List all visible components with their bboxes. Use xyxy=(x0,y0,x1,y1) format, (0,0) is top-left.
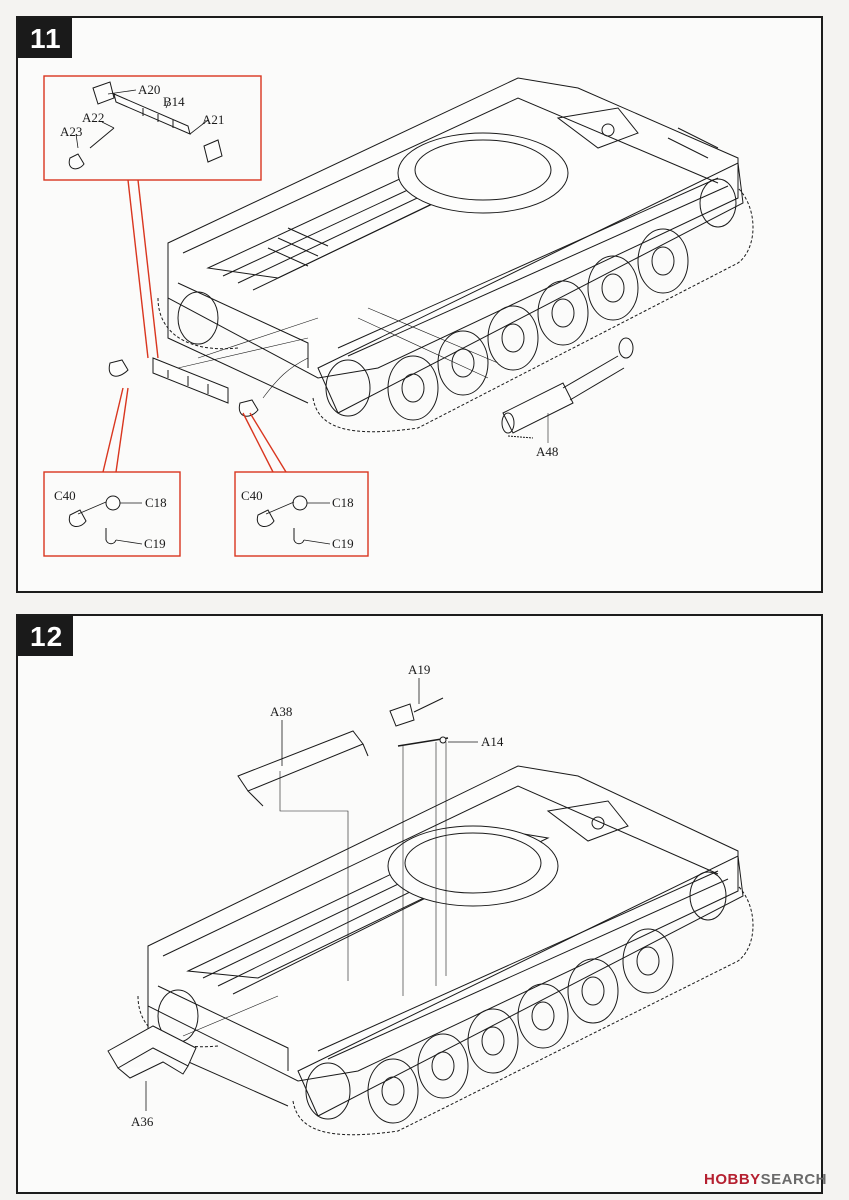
hobby-search-watermark: HOBBYSEARCH xyxy=(704,1171,827,1188)
step-12-drawing: A19 A38 A14 A36 xyxy=(107,662,754,1136)
step-number-badge: 11 xyxy=(18,18,72,58)
label-a22: A22 xyxy=(82,110,104,125)
label-leader-lines xyxy=(145,678,478,1111)
label-a36: A36 xyxy=(131,1114,154,1129)
label-c18-left: C18 xyxy=(145,495,167,510)
label-a19: A19 xyxy=(408,662,430,677)
part-a38-illustration xyxy=(237,730,369,981)
callout-box-right-c-parts xyxy=(234,471,369,557)
part-a19-a14-illustration xyxy=(389,697,449,996)
label-a14: A14 xyxy=(481,734,504,749)
label-c18-right: C18 xyxy=(332,495,354,510)
tank-hull-illustration xyxy=(167,77,744,414)
tank-hull-illustration xyxy=(147,765,744,1117)
part-a48-illustration xyxy=(501,337,634,439)
road-wheels xyxy=(157,178,754,433)
label-a23: A23 xyxy=(60,124,82,139)
label-a21: A21 xyxy=(202,112,224,127)
part-a36-illustration xyxy=(107,995,279,1079)
watermark-suffix: SEARCH xyxy=(760,1171,827,1188)
step-11-panel: 11 xyxy=(16,16,823,593)
step-number-badge: 12 xyxy=(18,616,74,656)
label-c19-right: C19 xyxy=(332,536,354,551)
label-c40-left: C40 xyxy=(54,488,76,503)
road-wheels xyxy=(137,871,754,1136)
step-11-drawing: A20 B14 A22 A21 A23 A48 C40 C18 C19 C40 … xyxy=(43,75,754,557)
label-c19-left: C19 xyxy=(144,536,166,551)
watermark-brand: HOBBY xyxy=(703,1171,761,1188)
callout-box-a20-b14 xyxy=(43,75,262,181)
step-12-panel: 12 xyxy=(16,614,823,1194)
label-a38: A38 xyxy=(270,704,292,719)
label-c40-right: C40 xyxy=(241,488,263,503)
label-a48: A48 xyxy=(536,444,558,459)
rear-parts-assembly xyxy=(108,357,259,417)
label-b14: B14 xyxy=(163,94,185,109)
callout-box-left-c-parts xyxy=(43,471,181,557)
label-a20: A20 xyxy=(138,82,160,97)
assembly-guide-lines xyxy=(177,307,549,443)
callout-leader-lines xyxy=(75,89,331,545)
